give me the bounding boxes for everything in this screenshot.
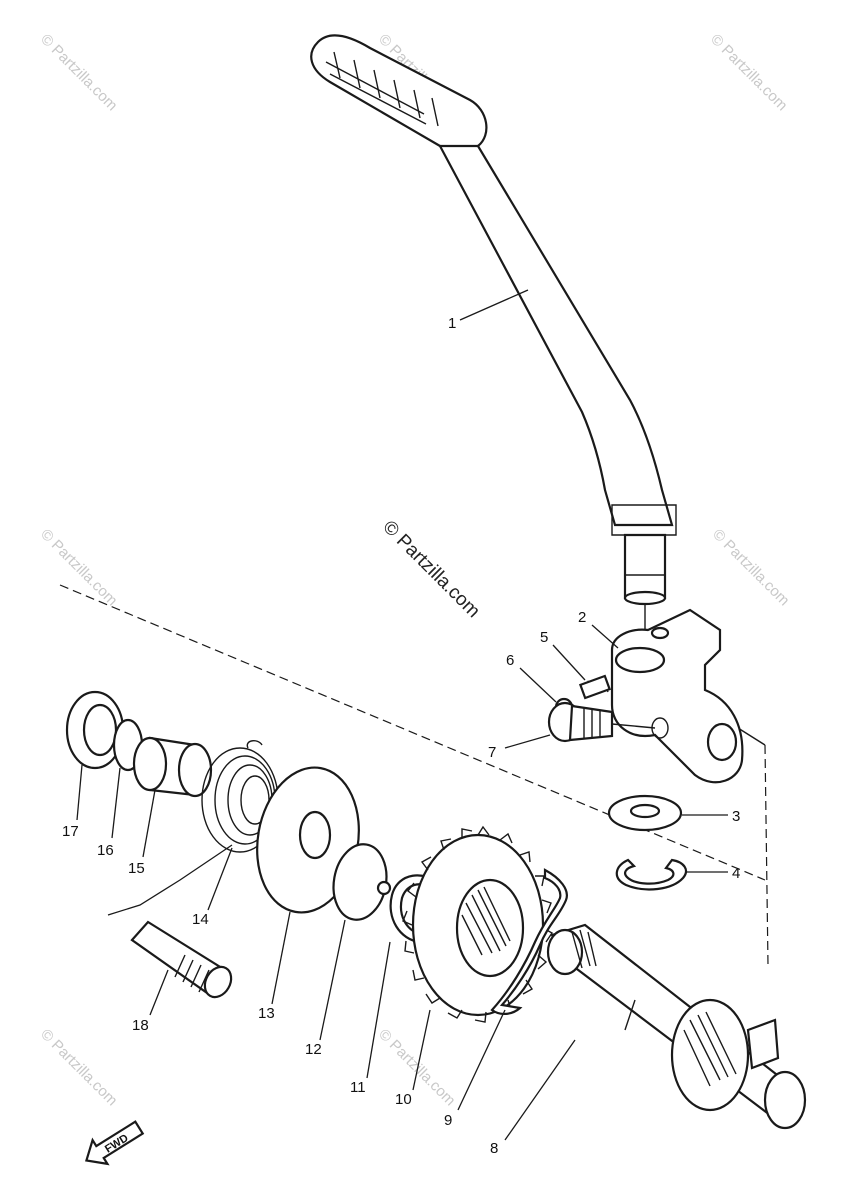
collar-front <box>132 736 168 792</box>
callout-9: 9 <box>444 1112 452 1129</box>
callout-15: 15 <box>128 860 145 877</box>
callout-labels: 1 2 3 4 5 6 7 8 9 10 11 12 13 14 15 16 1… <box>62 315 740 1157</box>
grip-texture <box>325 51 439 127</box>
helical-teeth <box>683 1011 737 1087</box>
spring-hook <box>246 740 263 749</box>
pin-end <box>203 965 233 999</box>
callout-3: 3 <box>732 808 740 825</box>
shaft-stopper-tab <box>746 1018 780 1070</box>
gear-hub <box>455 878 525 978</box>
shaft-splines <box>571 929 597 969</box>
watermark-tl: © Partzilla.com <box>37 31 120 114</box>
bolt-thread <box>583 708 601 738</box>
leader-17 <box>76 764 83 821</box>
callout-14: 14 <box>192 911 209 928</box>
callout-5: 5 <box>540 629 548 646</box>
leader-6 <box>519 667 557 703</box>
bolt-shank <box>568 704 614 742</box>
bolt-centerline <box>611 723 656 729</box>
boss-bore <box>614 646 666 674</box>
shaft-spline-end <box>546 928 584 976</box>
part-kick-shaft <box>546 923 807 1130</box>
shaft-body <box>550 923 792 1117</box>
arm-collar <box>611 504 677 536</box>
leader-12 <box>319 919 346 1041</box>
leader-1 <box>459 289 529 321</box>
part-oil-seal <box>65 690 125 770</box>
watermark-ml: © Partzilla.com <box>37 526 120 609</box>
leader-8 <box>504 1039 576 1141</box>
kick-shaft-tip <box>623 590 667 606</box>
large-washer-hole <box>298 810 332 860</box>
leader-18 <box>149 969 169 1016</box>
watermark-bl: © Partzilla.com <box>37 1026 120 1109</box>
assembly-axis-drop <box>764 744 769 966</box>
leader-lines <box>76 289 728 1141</box>
part-kick-gear <box>402 825 554 1023</box>
callout-16: 16 <box>97 842 114 859</box>
clip-11-end <box>376 880 392 896</box>
seal-inner <box>82 703 118 757</box>
leader-14 <box>207 847 233 911</box>
axis-connector <box>737 727 766 746</box>
leader-11 <box>366 941 391 1079</box>
callout-10: 10 <box>395 1091 412 1108</box>
boss-pinch-hole <box>650 626 670 640</box>
spring-body <box>578 674 612 700</box>
leader-7 <box>504 734 551 749</box>
leader-2 <box>591 624 619 649</box>
leader-15 <box>142 789 156 858</box>
callout-6: 6 <box>506 652 514 669</box>
callout-8: 8 <box>490 1140 498 1157</box>
part-kick-boss <box>610 608 744 784</box>
leader-9 <box>457 1009 506 1111</box>
callout-1: 1 <box>448 315 456 332</box>
callout-2: 2 <box>578 609 586 626</box>
leader-5 <box>552 644 586 681</box>
watermark-tr: © Partzilla.com <box>707 31 790 114</box>
part-circlip <box>615 858 688 891</box>
part-pin <box>130 920 233 999</box>
kick-shaft-end <box>623 533 667 600</box>
callout-17: 17 <box>62 823 79 840</box>
pin-knurl <box>174 954 210 993</box>
callout-18: 18 <box>132 1017 149 1034</box>
callout-4: 4 <box>732 865 740 882</box>
leader-10 <box>412 1009 431 1091</box>
washer-hole <box>629 803 661 819</box>
part-bolt <box>547 701 656 743</box>
leader-13 <box>271 911 291 1005</box>
collar-back <box>177 742 213 798</box>
part-kick-crank <box>310 34 677 606</box>
leader-16 <box>111 767 121 839</box>
shaft-groove <box>624 999 636 1031</box>
part-washer <box>607 794 683 832</box>
fwd-arrow-shape <box>85 1120 145 1166</box>
gear-splines <box>461 886 511 956</box>
part-gear-clip <box>490 868 568 1015</box>
shaft-tip <box>763 1070 807 1130</box>
part-large-washer <box>256 766 360 914</box>
kick-arm <box>438 144 674 527</box>
callout-11: 11 <box>350 1079 366 1096</box>
boss-spline-bore <box>706 722 738 762</box>
watermark-center: © Partzilla.com <box>378 517 483 622</box>
part-small-spring <box>578 674 612 700</box>
fwd-arrow: FWD <box>85 1120 145 1166</box>
spring-pin-bracket <box>107 844 233 916</box>
callout-7: 7 <box>488 744 496 761</box>
part-collar <box>132 736 213 798</box>
shaft-helical-gear <box>670 998 750 1112</box>
watermark-bc: © Partzilla.com <box>375 1026 458 1109</box>
watermark-mr: © Partzilla.com <box>709 526 792 609</box>
callout-13: 13 <box>258 1005 275 1022</box>
callout-12: 12 <box>305 1041 322 1058</box>
